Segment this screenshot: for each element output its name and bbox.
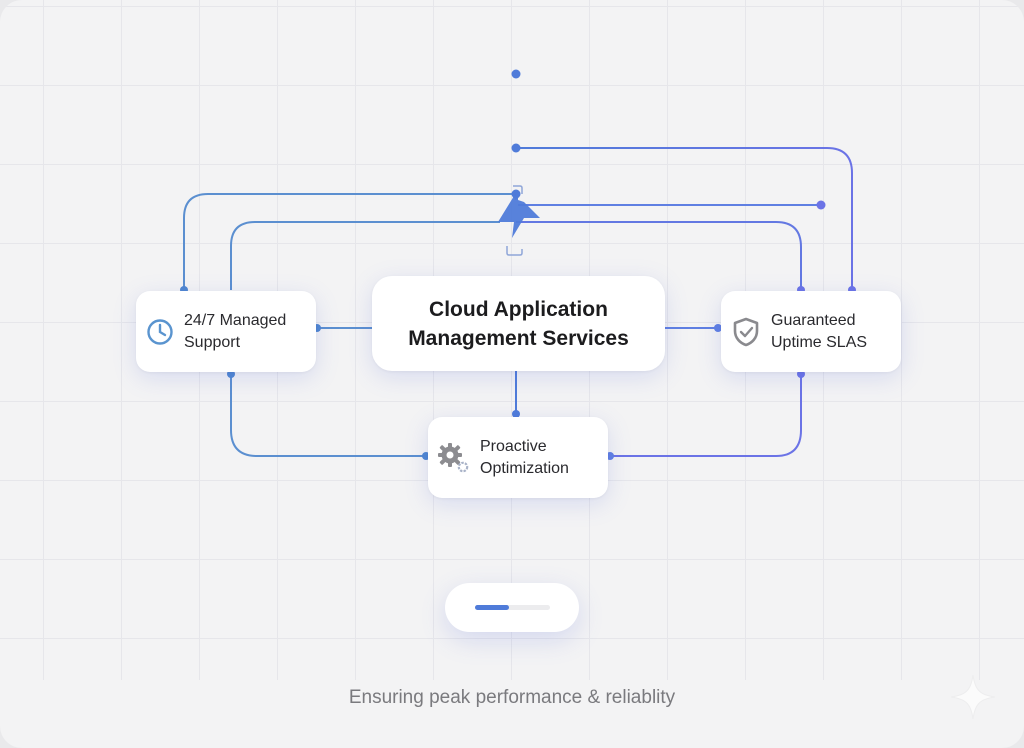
wire-hub-sla <box>516 221 802 290</box>
shield-check-icon <box>731 316 761 348</box>
wire-hub-support-inner <box>230 221 500 290</box>
tagline: Ensuring peak performance & reliablity <box>348 687 676 708</box>
wire-dot <box>797 370 805 378</box>
clock-icon <box>146 318 174 346</box>
node-label-line1: Proactive <box>480 437 547 455</box>
wire-dot <box>511 143 521 153</box>
lightning-bolt-icon <box>498 192 540 238</box>
hub-bracket-top <box>513 185 523 194</box>
node-label-line1: Guaranteed <box>771 311 856 329</box>
node-managed-support[interactable]: 24/7 Managed Support <box>136 291 316 372</box>
wire-support-optimization <box>230 374 426 457</box>
node-label-line2: Uptime SLAS <box>771 333 868 351</box>
center-node-cloud-app-management[interactable]: Cloud Application Management Services <box>372 276 665 371</box>
top-dot <box>511 69 521 79</box>
progress-fill <box>475 605 509 610</box>
node-proactive-optimization[interactable]: Proactive Optimization <box>428 417 608 498</box>
wire-sla-optimization <box>610 374 802 457</box>
progress-indicator <box>445 583 579 632</box>
node-label-line2: Support <box>184 333 241 351</box>
hub-bracket-bottom <box>506 246 523 256</box>
wire-dot <box>512 410 520 418</box>
center-node-title-line1: Cloud Application <box>429 297 608 321</box>
wire-dot <box>714 324 722 332</box>
sparkle-icon <box>950 674 996 720</box>
progress-track <box>475 605 550 610</box>
node-label-line2: Optimization <box>480 459 569 477</box>
wire-top-right-outer <box>516 147 853 290</box>
node-uptime-slas[interactable]: Guaranteed Uptime SLAS <box>721 291 901 372</box>
wire-dot <box>606 452 614 460</box>
wire-hub-support-outer <box>183 193 516 290</box>
node-label-line1: 24/7 Managed <box>184 311 287 329</box>
wire-dot <box>227 370 235 378</box>
gears-icon <box>436 440 472 476</box>
wire-dot <box>816 200 826 210</box>
center-node-title-line2: Management Services <box>408 326 629 350</box>
